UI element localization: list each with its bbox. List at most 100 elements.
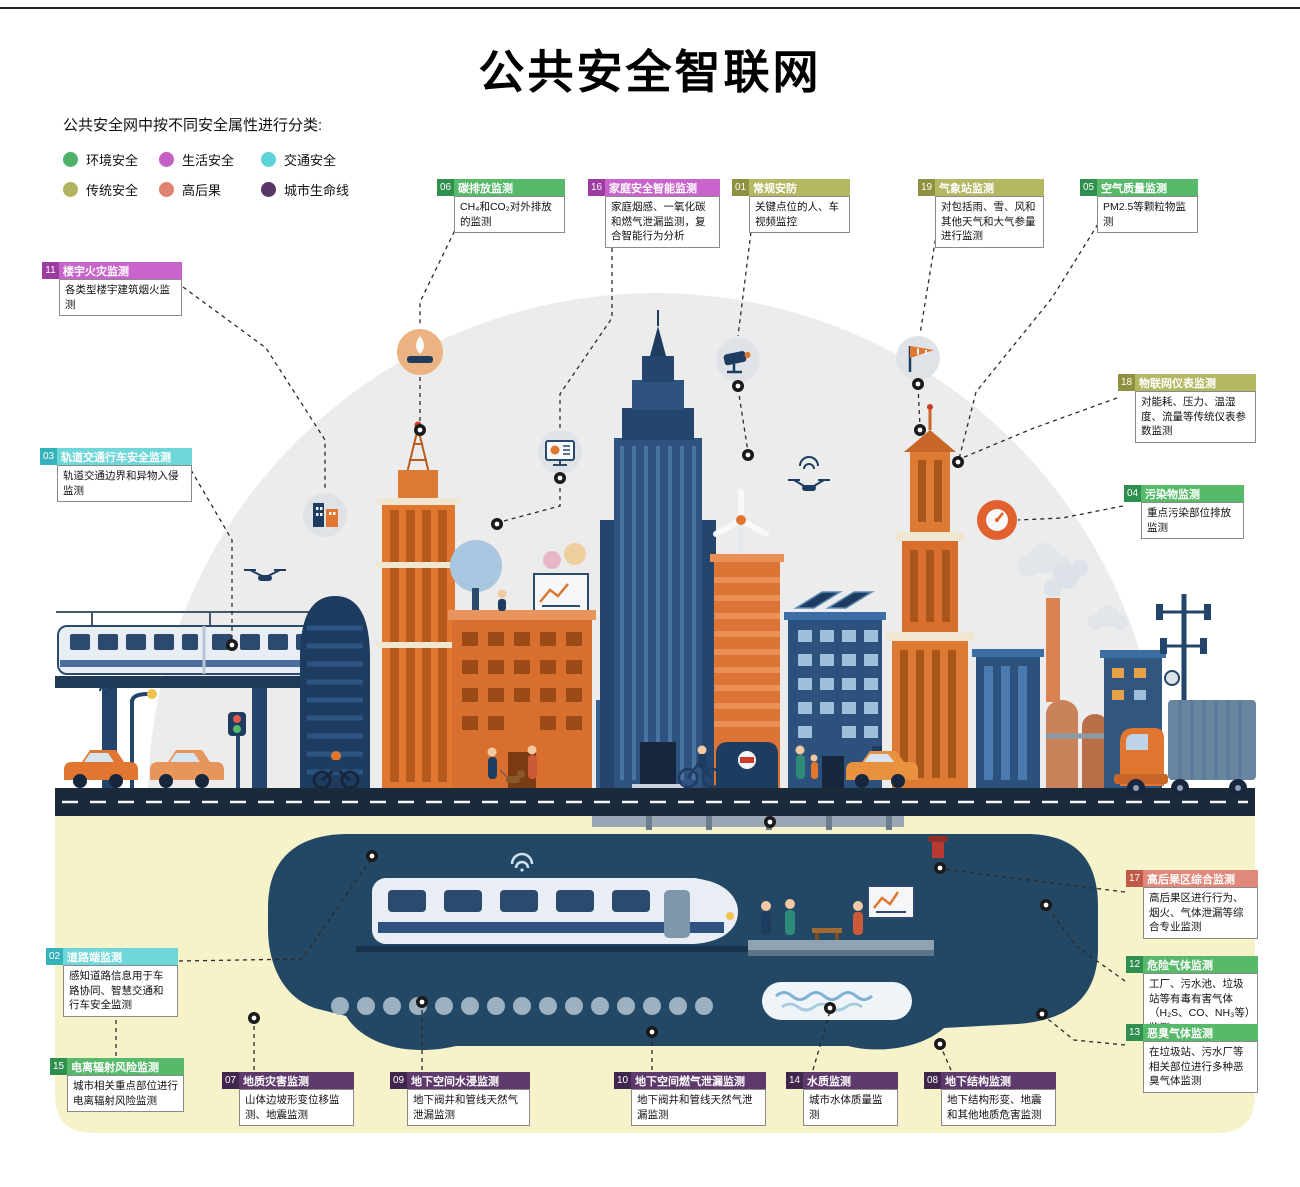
callout-description: 关键点位的人、车视频监控 [749, 196, 850, 234]
legend-item: 传统安全 [63, 174, 159, 204]
callout-title: 水质监测 [803, 1072, 898, 1089]
callout-description: 对包括雨、雪、风和其他天气和大气参量进行监测 [935, 196, 1044, 249]
wifi-icon [95, 678, 115, 695]
sensor-dot [764, 816, 776, 828]
drone-icon [244, 569, 286, 581]
callout-title: 地下空间水浸监测 [407, 1072, 530, 1089]
callout-description: 地下结构形变、地震和其他地质危害监测 [941, 1089, 1056, 1127]
callout-description: 对能耗、压力、温湿度、流量等传统仪表参数监测 [1135, 391, 1256, 444]
callout-title: 常规安防 [749, 179, 850, 196]
legend-label: 城市生命线 [284, 182, 350, 198]
callout-number: 13 [1126, 1024, 1143, 1041]
taxi [846, 746, 918, 788]
callout-title: 碳排放监测 [454, 179, 565, 196]
callout-title: 空气质量监测 [1097, 179, 1198, 196]
callout-number: 08 [924, 1072, 941, 1089]
callout-title: 物联网仪表监测 [1135, 374, 1256, 391]
motorcycle [312, 751, 360, 790]
sensor-dot [554, 472, 566, 484]
tree [450, 540, 502, 620]
telecom-mast [1156, 594, 1211, 716]
callout-description: 在垃圾站、污水厂等相关部位进行多种恶臭气体监测 [1143, 1041, 1258, 1094]
sensor-dot [824, 1002, 836, 1014]
car [64, 750, 138, 788]
callout-title: 道路端监测 [63, 948, 178, 965]
windsock-icon [896, 336, 940, 380]
callout-description: 城市水体质量监测 [803, 1089, 898, 1127]
callout-title: 轨道交通行车安全监测 [57, 448, 192, 465]
car [150, 750, 224, 788]
legend-color-dot [63, 181, 78, 197]
callout-number: 01 [732, 179, 749, 196]
metro-entrance [716, 742, 778, 788]
drone-icon [788, 479, 830, 491]
pressure-gauge-icon [977, 500, 1017, 540]
callout-title: 恶臭气体监测 [1143, 1024, 1258, 1041]
top-rule [0, 7, 1300, 9]
callout-number: 14 [786, 1072, 803, 1089]
container-truck [1114, 700, 1256, 797]
sensor-dot [952, 456, 964, 468]
gas-riser [928, 836, 948, 858]
callout-description: 轨道交通边界和异物入侵监测 [57, 465, 192, 503]
connector-lines [115, 223, 1126, 1071]
callout-description: 地下阀井和管线天然气泄漏监测 [407, 1089, 530, 1127]
page-title: 公共安全智联网 [478, 46, 822, 98]
callout-number: 15 [50, 1058, 67, 1075]
wifi-icon [510, 852, 534, 872]
building-orange-highrise [886, 404, 974, 788]
callout-number: 11 [42, 262, 59, 279]
callout-description: PM2.5等颗粒物监测 [1097, 196, 1198, 234]
callout-title: 地下结构监测 [941, 1072, 1056, 1089]
building-monitor-icon [303, 493, 347, 537]
pedestrian [487, 747, 525, 783]
sensor-dot [1040, 899, 1052, 911]
callout-number: 02 [46, 948, 63, 965]
callout-description: 山体边坡形变位移监测、地震监测 [239, 1089, 354, 1127]
legend-item: 城市生命线 [261, 174, 411, 204]
callout-number: 07 [222, 1072, 239, 1089]
callout-number: 09 [390, 1072, 407, 1089]
subway-train [356, 878, 748, 952]
road [55, 788, 1255, 816]
page-subtitle: 公共安全网中按不同安全属性进行分类: [63, 117, 323, 134]
callout-description: 城市相关重点部位进行电离辐射风险监测 [67, 1075, 184, 1113]
legend-item: 生活安全 [159, 144, 261, 174]
street-lamp [130, 689, 157, 788]
wifi-icon [799, 456, 819, 470]
callout-number: 18 [1118, 374, 1135, 391]
callout-description: 地下阀井和管线天然气泄漏监测 [631, 1089, 766, 1127]
callout-number: 16 [588, 179, 605, 196]
callout-number: 17 [1126, 870, 1143, 887]
sensor-dot [732, 380, 744, 392]
callout-number: 12 [1126, 956, 1143, 973]
building-orange-block [448, 543, 596, 788]
sensor-dot [491, 518, 503, 530]
building-center-skyscraper [596, 310, 718, 788]
callout-description: 感知道路信息用于车路协同、智慧交通和行车安全监测 [63, 965, 178, 1018]
legend-color-dot [159, 181, 174, 197]
sensor-dot [226, 639, 238, 651]
pedestrian [527, 745, 537, 779]
legend-color-dot [63, 151, 78, 167]
callout-title: 电离辐射风险监测 [67, 1058, 184, 1075]
legend-item: 环境安全 [63, 144, 159, 174]
traffic-light [228, 712, 246, 788]
callout-title: 楼宇火灾监测 [59, 262, 182, 279]
sensor-dot [414, 424, 426, 436]
callout-title: 地下空间燃气泄漏监测 [631, 1072, 766, 1089]
sensor-dot [934, 1038, 946, 1050]
water-pocket [762, 982, 912, 1020]
